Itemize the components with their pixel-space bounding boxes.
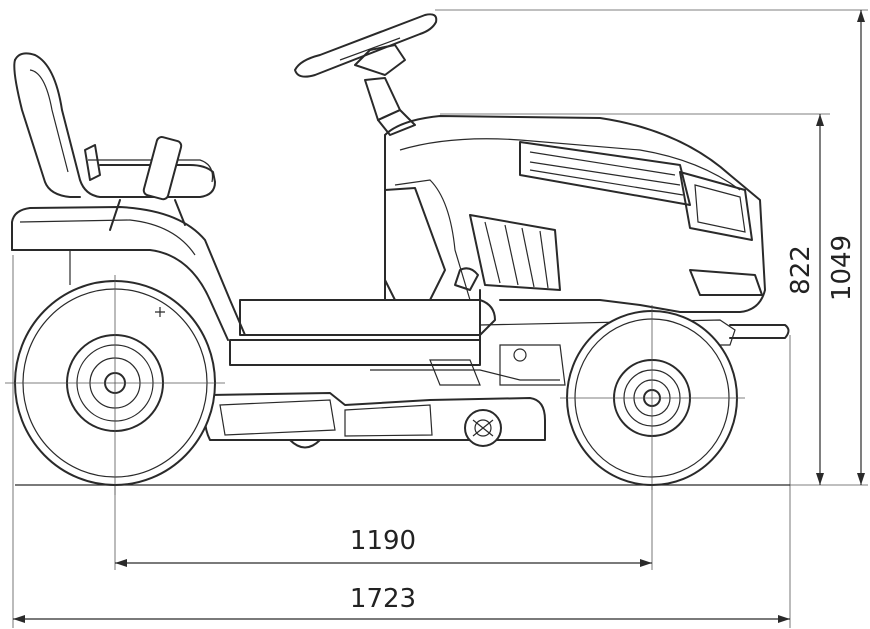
overall-length-label: 1723 — [350, 584, 416, 614]
drivetrain — [370, 344, 566, 386]
hood — [384, 115, 766, 313]
wheelbase-dimension — [115, 559, 652, 567]
seat — [13, 52, 216, 231]
rear-body — [11, 206, 246, 341]
overall-height-dimension — [857, 10, 865, 485]
seat-height-label: 822 — [786, 245, 816, 295]
dimension-lines: 1190 1723 822 1049 — [12, 9, 868, 628]
seat-height-dimension — [816, 114, 824, 485]
dash-panel — [384, 187, 479, 301]
overall-length-dimension — [13, 615, 790, 623]
rear-wheel — [5, 275, 225, 495]
overall-height-label: 1049 — [827, 235, 857, 301]
front-wheel — [560, 305, 745, 490]
mower-deck — [204, 392, 546, 449]
wheelbase-label: 1190 — [350, 526, 416, 556]
steering-wheel — [294, 13, 438, 136]
tractor — [5, 13, 790, 495]
